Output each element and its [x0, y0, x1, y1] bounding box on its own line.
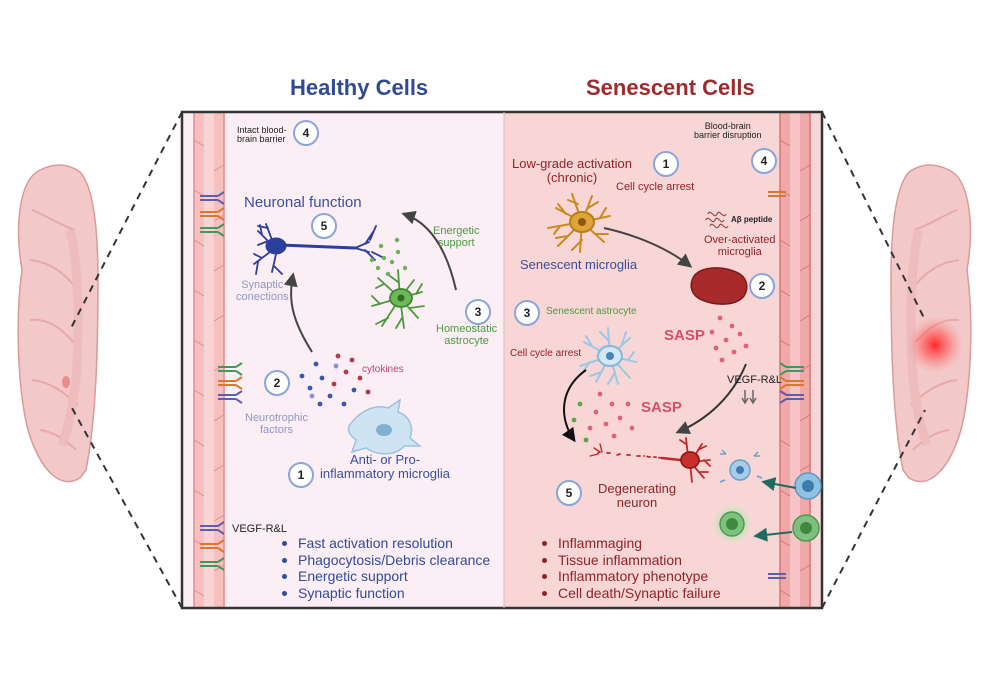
abeta-peptide-icon — [705, 211, 729, 229]
panel-frame — [180, 110, 824, 610]
brain-slice-right — [890, 164, 972, 483]
healthy-badge-4: 4 — [293, 120, 319, 146]
healthy-bullet: Fast activation resolution — [282, 535, 490, 552]
senescent-panel — [504, 112, 822, 608]
sasp-label-top: SASP — [664, 327, 705, 344]
senescent-astrocyte-label: Senescent astrocyte — [546, 306, 637, 317]
senescent-bullet: Cell death/Synaptic failure — [542, 585, 721, 602]
abeta-label: Aβ peptide — [731, 215, 773, 224]
healthy-microglia-label: Anti- or Pro- inflammatory microglia — [320, 452, 451, 481]
overactivated-microglia-label: Over-activated microglia — [704, 234, 776, 258]
senescent-microglia — [547, 193, 611, 253]
neuronal-function-label: Neuronal function — [244, 194, 362, 211]
sasp-dots-top — [709, 315, 749, 363]
healthy-badge-5: 5 — [311, 213, 337, 239]
senescent-bullet: Inflammaging — [542, 535, 721, 552]
title-healthy: Healthy Cells — [290, 75, 429, 100]
sasp-label-lower: SASP — [641, 399, 682, 416]
brain-slice-left — [17, 164, 99, 483]
arrow-to-overactivated — [603, 227, 693, 268]
vegf-label-left: VEGF-R&L — [232, 523, 288, 535]
senescent-bullet: Tissue inflammation — [542, 552, 721, 569]
energetic-dots — [369, 237, 408, 277]
vegf-receptors-left — [200, 191, 243, 571]
senescent-badge-3: 3 — [514, 300, 540, 326]
arrow-astrocyte-to-neuron — [401, 210, 457, 291]
healthy-microglia — [347, 398, 423, 455]
senescent-badge-5: 5 — [556, 480, 582, 506]
healthy-badge-3: 3 — [465, 299, 491, 325]
neurotrophic-factors-label: Neurotrophic factors — [245, 412, 308, 436]
low-grade-activation-label: Low-grade activation (chronic) — [512, 156, 632, 185]
title-senescent: Senescent Cells — [586, 75, 755, 100]
zoom-lines — [69, 111, 926, 609]
arrow-sasp-to-neuron — [675, 363, 747, 435]
vessel-left — [193, 112, 225, 608]
healthy-panel — [182, 112, 504, 608]
senescent-bullet: Inflammatory phenotype — [542, 568, 721, 585]
cytokines-label: cytokines — [362, 364, 404, 375]
energetic-support-label: Energetic support — [433, 225, 480, 249]
healthy-bullet: Phagocytosis/Debris clearance — [282, 552, 490, 569]
degenerating-neuron-label: Degenerating neuron — [598, 481, 677, 510]
senescent-badge-1: 1 — [653, 151, 679, 177]
senescent-bullet-list: Inflammaging Tissue inflammation Inflamm… — [542, 535, 721, 601]
vegf-receptors-right — [768, 191, 804, 579]
healthy-neuron — [253, 223, 385, 275]
arrow-immune-top — [761, 477, 797, 491]
healthy-astrocyte — [371, 269, 425, 329]
homeostatic-astrocyte-label: Homeostatic astrocyte — [436, 323, 498, 347]
senescent-badge-4: 4 — [751, 148, 777, 174]
senescent-badge-2: 2 — [749, 273, 775, 299]
cell-cycle-arrest-top-label: Cell cycle arrest — [616, 181, 695, 193]
immune-cells — [710, 449, 822, 546]
arrow-astrocyte-to-neuron-left — [561, 369, 587, 443]
arrow-microglia-to-neuron — [283, 272, 313, 353]
healthy-bullet: Energetic support — [282, 568, 490, 585]
vegf-down-arrows — [741, 390, 757, 405]
overactivated-microglia — [690, 267, 748, 305]
healthy-bullet-list: Fast activation resolution Phagocytosis/… — [282, 535, 490, 601]
vegf-label-right: VEGF-R&L — [727, 374, 783, 386]
healthy-badge-1: 1 — [288, 462, 314, 488]
bbb-disruption-label: Blood-brain barrier disruption — [694, 121, 762, 141]
senescent-astrocyte — [579, 327, 637, 385]
senescent-microglia-label: Senescent microglia — [520, 257, 638, 272]
arrow-immune-bottom — [753, 527, 793, 542]
healthy-badge-2: 2 — [264, 370, 290, 396]
cytokine-dots — [299, 353, 371, 407]
intact-bbb-label: Intact blood- brain barrier — [237, 125, 287, 145]
synaptic-connections-label: Synaptic conections — [236, 279, 289, 303]
healthy-bullet: Synaptic function — [282, 585, 490, 602]
degenerating-neuron — [589, 437, 711, 483]
cell-cycle-arrest-left-label: Cell cycle arrest — [510, 348, 582, 359]
